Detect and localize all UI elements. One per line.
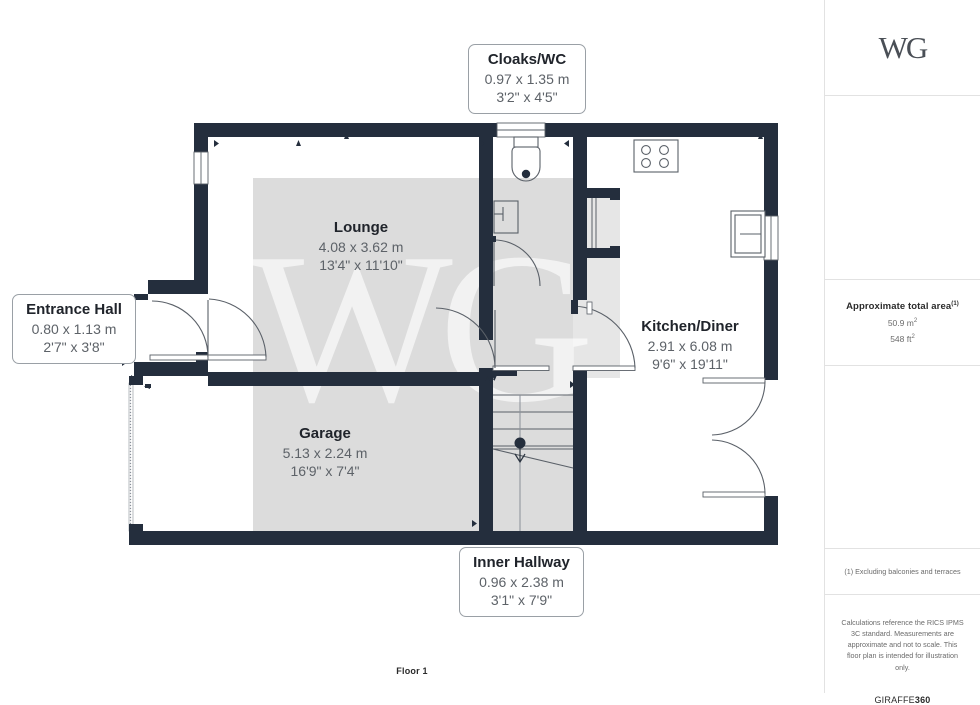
room-metric-lounge: 4.08 x 3.62 m	[318, 238, 404, 255]
room-imperial-kitchen: 9'6" x 19'11"	[652, 355, 728, 372]
metric-exponent: 2	[913, 318, 918, 325]
room-name-entrance: Entrance Hall	[26, 301, 122, 318]
room-name-garage: Garage	[299, 425, 351, 442]
room-metric-garage: 5.13 x 2.24 m	[282, 444, 368, 461]
garage-door-opening	[128, 382, 134, 532]
door-cloaks	[490, 236, 541, 287]
walls	[129, 123, 778, 545]
room-metric-entrance: 0.80 x 1.13 m	[31, 320, 117, 337]
room-callout-cloaks[interactable]: Cloaks/WC 0.97 x 1.35 m 3'2" x 4'5"	[468, 44, 586, 115]
room-imperial-lounge: 13'4" x 11'10"	[319, 256, 403, 273]
window-lounge-left	[193, 151, 209, 185]
door-entrance-inner	[207, 298, 267, 361]
svg-text:WG: WG	[250, 208, 588, 447]
total-area-imperial: 548 ft2	[890, 334, 915, 344]
room-name-cloaks: Cloaks/WC	[487, 51, 567, 68]
footnote-text: (1) Excluding balconies and terraces	[844, 566, 961, 576]
sidebar-spacer-top	[825, 96, 980, 280]
provider-suffix: 360	[914, 694, 931, 705]
room-metric-cloaks: 0.97 x 1.35 m	[484, 70, 570, 87]
room-callout-entrance[interactable]: Entrance Hall 0.80 x 1.13 m 2'7" x 3'8"	[12, 294, 136, 365]
total-area-footnote-marker: (1)	[951, 300, 959, 307]
doors	[149, 236, 766, 498]
provider-credit: GIRAFFE360	[841, 695, 964, 705]
total-area-title-text: Approximate total area	[846, 301, 952, 313]
floorplan-canvas: WG	[12, 44, 780, 676]
dimension-ticks	[122, 133, 763, 527]
total-area-imperial-value: 548 ft	[890, 334, 912, 345]
basin-fixture	[493, 200, 519, 234]
room-label-kitchen: Kitchen/Diner 2.91 x 6.08 m 9'6" x 19'11…	[600, 317, 780, 373]
provider-prefix: GIRAFFE	[874, 694, 915, 705]
room-name-kitchen: Kitchen/Diner	[641, 318, 739, 335]
room-metric-kitchen: 2.91 x 6.08 m	[647, 337, 733, 354]
window-kitchen-right	[763, 215, 779, 261]
floor-label: Floor 1	[396, 666, 428, 676]
total-area-metric: 50.9 m2	[888, 318, 917, 328]
room-name-hallway: Inner Hallway	[473, 554, 570, 571]
total-area-title: Approximate total area(1)	[846, 301, 959, 312]
room-imperial-hallway: 3'1" x 7'9"	[490, 591, 553, 608]
hob-fixture	[633, 139, 679, 173]
footnote-block: (1) Excluding balconies and terraces	[825, 549, 980, 595]
room-imperial-garage: 16'9" x 7'4"	[290, 462, 360, 479]
imperial-exponent: 2	[911, 334, 915, 341]
room-label-garage: Garage 5.13 x 2.24 m 16'9" x 7'4"	[240, 424, 410, 480]
wg-logo-text: WG	[878, 30, 929, 65]
alcove-detail	[591, 198, 597, 248]
disclaimer-block: Calculations reference the RICS IPMS 3C …	[825, 595, 980, 705]
room-label-lounge: Lounge 4.08 x 3.62 m 13'4" x 11'10"	[276, 218, 446, 274]
door-entrance-outer	[149, 300, 209, 361]
floorplan-svg: WG	[122, 122, 779, 545]
toilet-fixture	[511, 136, 541, 182]
staircase	[492, 394, 574, 531]
door-french-right	[702, 377, 766, 498]
room-imperial-cloaks: 3'2" x 4'5"	[496, 88, 558, 105]
wc-door-pivot	[521, 169, 531, 179]
watermark-wg: WG	[250, 208, 602, 447]
brand-logo: WG	[825, 0, 980, 96]
door-lounge-hall	[435, 307, 550, 371]
door-hall-kitchen	[571, 300, 636, 371]
total-area-metric-value: 50.9 m	[887, 318, 914, 329]
room-callout-hallway[interactable]: Inner Hallway 0.96 x 2.38 m 3'1" x 7'9"	[459, 547, 584, 618]
window-cloaks-top	[496, 122, 546, 138]
sidebar-spacer-mid	[825, 366, 980, 549]
info-sidebar: WG Approximate total area(1) 50.9 m2 548…	[824, 0, 980, 705]
sink-fixture	[730, 210, 766, 258]
room-imperial-entrance: 2'7" x 3'8"	[43, 338, 105, 355]
room-name-lounge: Lounge	[333, 219, 389, 236]
disclaimer-text: Calculations reference the RICS IPMS 3C …	[841, 618, 964, 672]
room-metric-hallway: 0.96 x 2.38 m	[479, 573, 564, 590]
windows	[193, 122, 779, 261]
total-area-block: Approximate total area(1) 50.9 m2 548 ft…	[825, 280, 980, 366]
